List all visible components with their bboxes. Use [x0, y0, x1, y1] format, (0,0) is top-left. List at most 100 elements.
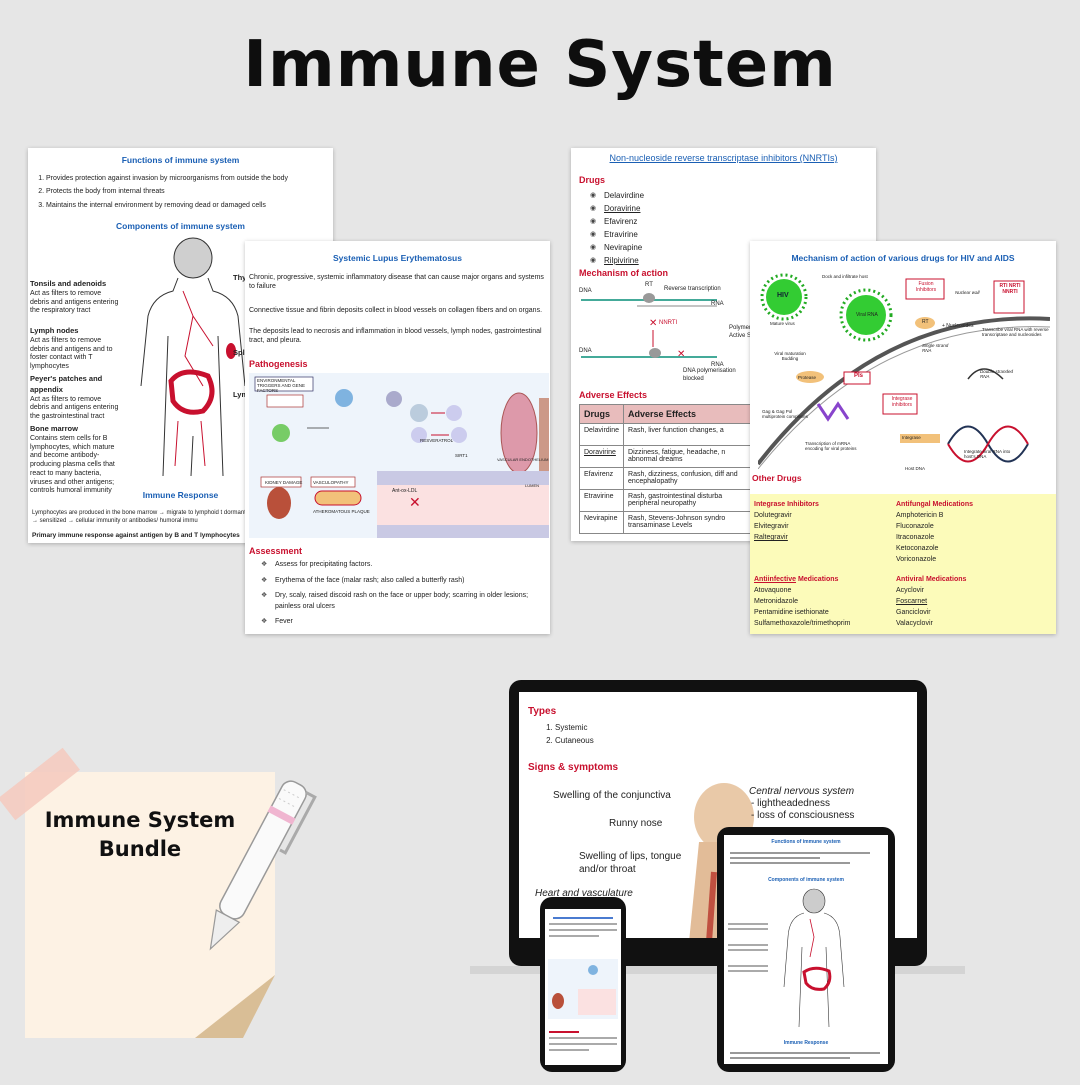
list-item: Doravirine: [590, 204, 729, 213]
lumen-label: LUMEN: [525, 483, 540, 488]
list-item: Acyclovir: [896, 587, 925, 594]
list-item: Voriconazole: [896, 556, 937, 563]
nnrti-drug-list: Delavirdine Doravirine Efavirenz Etravir…: [579, 187, 729, 269]
bundle-title-line-2: Bundle: [98, 837, 182, 862]
integrase-inhibitors-title: Integrase Inhibitors: [754, 501, 819, 508]
resveratrol-label: RESVERATROL: [420, 438, 454, 443]
list-item: Raltegravir: [754, 534, 788, 541]
functions-heading: Functions of immune system: [121, 155, 240, 165]
env-triggers-label: ENVIRONMENTAL TRIGGERS AND GENE FACTORS: [257, 378, 306, 393]
table-cell: Dizziness, fatigue, headache, n abnormal…: [623, 445, 754, 468]
table-cell: Doravirine: [578, 445, 625, 468]
single-strand-label: Single strand RNA: [922, 343, 949, 353]
page-title: Immune System: [243, 28, 837, 102]
bundle-title: Immune System Bundle: [40, 806, 240, 865]
antiinfective-title: Antiinfective Medications: [754, 576, 839, 583]
phone-screen: [545, 909, 621, 1065]
list-item: Etravirine: [590, 230, 729, 239]
protease-label: Protease: [798, 375, 817, 380]
rt-label: RT: [645, 282, 653, 288]
mrna-label: Transcription of mRNA encoding for viral…: [805, 441, 857, 451]
rna-label-2: RNA: [711, 362, 724, 368]
tablet-device: Functions of immune system Components of…: [717, 827, 895, 1072]
table-cell: Rash, liver function changes, a: [623, 423, 754, 446]
mature-virus-label: Mature virus: [770, 321, 795, 326]
pathogenesis-heading: Pathogenesis: [249, 359, 308, 369]
plaque-label: ATHEROMATOUS PLAQUE: [313, 509, 370, 514]
dna-label: DNA: [579, 288, 592, 294]
polymerisation-blocked-label: DNA polymerisation blocked: [683, 368, 736, 382]
hiv-virus-icon: [760, 273, 808, 321]
other-drugs-heading: Other Drugs: [752, 473, 802, 483]
label-spleen-partial: Spl: [233, 348, 245, 357]
pis-label: PIs: [854, 373, 864, 379]
cns-label: Central nervous system: [749, 786, 855, 797]
antiviral-title: Antiviral Medications: [896, 576, 967, 583]
table-cell: Etravirine: [578, 489, 625, 512]
pen-icon: [209, 780, 317, 951]
list-item: Amphotericin B: [896, 512, 944, 519]
rt-label: RT: [922, 319, 929, 325]
hiv-mechanism-heading: Mechanism of action of various drugs for…: [791, 253, 1015, 263]
sirt1-label: SIRT1: [455, 453, 468, 458]
assessment-list: Assess for precipitating factors. Erythe…: [253, 555, 543, 633]
tablet-body-figure: [783, 888, 845, 1028]
nuclear-wall-label: Nuclear wall: [955, 290, 980, 295]
lightheadedness-label: - lightheadedness: [751, 798, 830, 809]
assessment-heading: Assessment: [249, 546, 303, 556]
functions-list: Provides protection against invasion by …: [32, 174, 327, 214]
tablet-functions-heading: Functions of immune system: [771, 839, 841, 845]
page-systemic-lupus: Systemic Lupus Erythematosus Chronic, pr…: [245, 241, 550, 634]
list-item: Elvitegravir: [754, 523, 789, 530]
list-item: Provides protection against invasion by …: [46, 174, 327, 183]
conjunctiva-label: Swelling of the conjunctiva: [553, 790, 671, 801]
reverse-transcription-label: Reverse transcription: [664, 286, 721, 292]
phone-device: [540, 897, 626, 1072]
table-cell: Rash, gastrointestinal disturba peripher…: [623, 489, 754, 512]
primary-response-text: Primary immune response against antigen …: [32, 532, 240, 539]
integrase-inhibitors-label: Integrase inhibitors: [891, 396, 913, 408]
nnrti-mechanism-diagram: ✕ ✕: [581, 293, 717, 360]
list-item: Assess for precipitating factors.: [261, 560, 543, 571]
table-cell: Delavirdine: [578, 423, 625, 446]
drugs-heading: Drugs: [579, 175, 606, 185]
page-hiv-drug-mechanism: Mechanism of action of various drugs for…: [750, 241, 1056, 634]
phone-diagram: [548, 959, 618, 1019]
integrate-label: Integrate viral RNA into host's DNA: [964, 449, 1011, 459]
response-text: Lymphocytes are produced in the bone mar…: [32, 510, 246, 524]
loss-consciousness-label: - loss of consciousness: [751, 810, 855, 821]
pathogenesis-diagram: ✕: [249, 373, 549, 538]
budding-label: Viral maturation Budding: [774, 351, 806, 361]
table-header: Adverse Effects: [623, 404, 754, 424]
tablet-response-heading: Immune Response: [783, 1040, 829, 1046]
tablet-response-lines: [730, 1049, 880, 1062]
label-lymph-partial: Lym: [233, 390, 249, 399]
adverse-effects-heading: Adverse Effects: [579, 390, 648, 400]
tablet-label-lines: [728, 920, 768, 975]
list-item: Atovaquone: [754, 587, 792, 594]
list-item: Cutaneous: [555, 736, 594, 745]
vascular-endothelium-label: VASCULAR ENDOTHELIUM: [497, 457, 549, 462]
list-item: Pentamidine isethionate: [754, 609, 829, 616]
other-drugs-panel: Integrase Inhibitors Dolutegravir Elvite…: [750, 494, 1056, 634]
nnrti-heading: Non-nucleoside reverse transcriptase inh…: [609, 153, 838, 163]
svg-text:✕: ✕: [409, 494, 421, 510]
antifungal-title: Antifungal Medications: [896, 501, 973, 508]
components-heading: Components of immune system: [116, 221, 245, 231]
tablet-functions-lines: [730, 849, 880, 867]
list-item: Foscarnet: [896, 598, 928, 605]
dna-helix-icon: [947, 425, 1029, 463]
double-stranded-label: Double stranded RNA: [980, 369, 1014, 379]
list-item: Fluconazole: [896, 523, 934, 530]
sle-paragraph-3: The deposits lead to necrosis and inflam…: [249, 328, 542, 345]
viral-rna-label: Viral RNA: [856, 312, 878, 318]
hiv-cycle-diagram: [758, 273, 1050, 469]
tablet-components-heading: Components of immune system: [768, 877, 844, 883]
rna-label: RNA: [711, 301, 724, 307]
